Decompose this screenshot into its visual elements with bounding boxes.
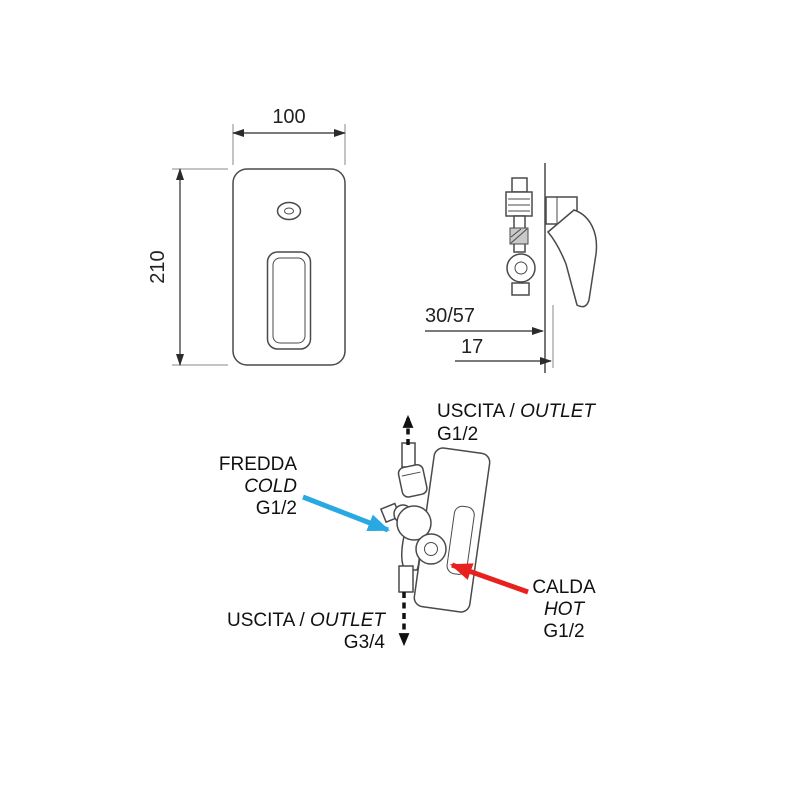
- plate-dimension-label: 17: [461, 336, 483, 358]
- hot-inlet-label: CALDA: [532, 577, 596, 598]
- valve-center-circle: [396, 505, 432, 541]
- inlet-port-inner-circle: [514, 261, 528, 275]
- cartridge-body: [505, 191, 533, 217]
- bottom-outlet-stub: [398, 565, 414, 593]
- hot-inlet-arrow: [449, 562, 529, 595]
- outlet-top-label: USCITA / OUTLET: [437, 401, 596, 422]
- mixer-lever-inner: [272, 257, 306, 344]
- top-outlet-stub: [401, 442, 416, 468]
- hot-inlet-size: G1/2: [543, 621, 584, 642]
- valve-base: [511, 282, 530, 296]
- depth-dimension-label: 30/57: [425, 305, 475, 327]
- cold-inlet-label: FREDDA: [219, 454, 297, 475]
- cartridge-cap: [511, 177, 528, 193]
- hatch-line: [510, 228, 522, 238]
- hot-port-circle: [415, 533, 447, 565]
- hatch-line: [510, 228, 528, 244]
- cartridge-knob: [397, 463, 428, 498]
- connection-view: USCITA / OUTLET G1/2 FREDDA COLD G1/2 CA…: [219, 401, 597, 653]
- outlet-top-size: G1/2: [437, 424, 478, 445]
- inlet-port-circle: [506, 253, 536, 283]
- mixer-lever-outer: [266, 251, 312, 350]
- hot-port-inner-circle: [424, 542, 438, 556]
- side-view: 30/57 17: [425, 163, 598, 373]
- diverter-button-icon: [276, 201, 302, 221]
- width-dimension-label: 100: [272, 106, 305, 128]
- cartridge-knob-group: [397, 463, 428, 498]
- cold-inlet-arrow: [302, 494, 391, 533]
- height-dimension-label: 210: [147, 250, 169, 283]
- hot-inlet-label-en: HOT: [544, 599, 586, 620]
- outlet-bottom-label: USCITA / OUTLET: [227, 610, 386, 631]
- front-view: 100 210: [147, 106, 346, 366]
- cold-inlet-label-en: COLD: [244, 476, 297, 497]
- outlet-bottom-size: G3/4: [344, 632, 386, 653]
- diverter-button-center: [284, 207, 294, 215]
- mixer-valve-body: [379, 442, 447, 593]
- mixer-handle-profile: [546, 209, 598, 308]
- cartridge-knob-detail: [401, 471, 421, 477]
- cold-inlet-size: G1/2: [256, 498, 297, 519]
